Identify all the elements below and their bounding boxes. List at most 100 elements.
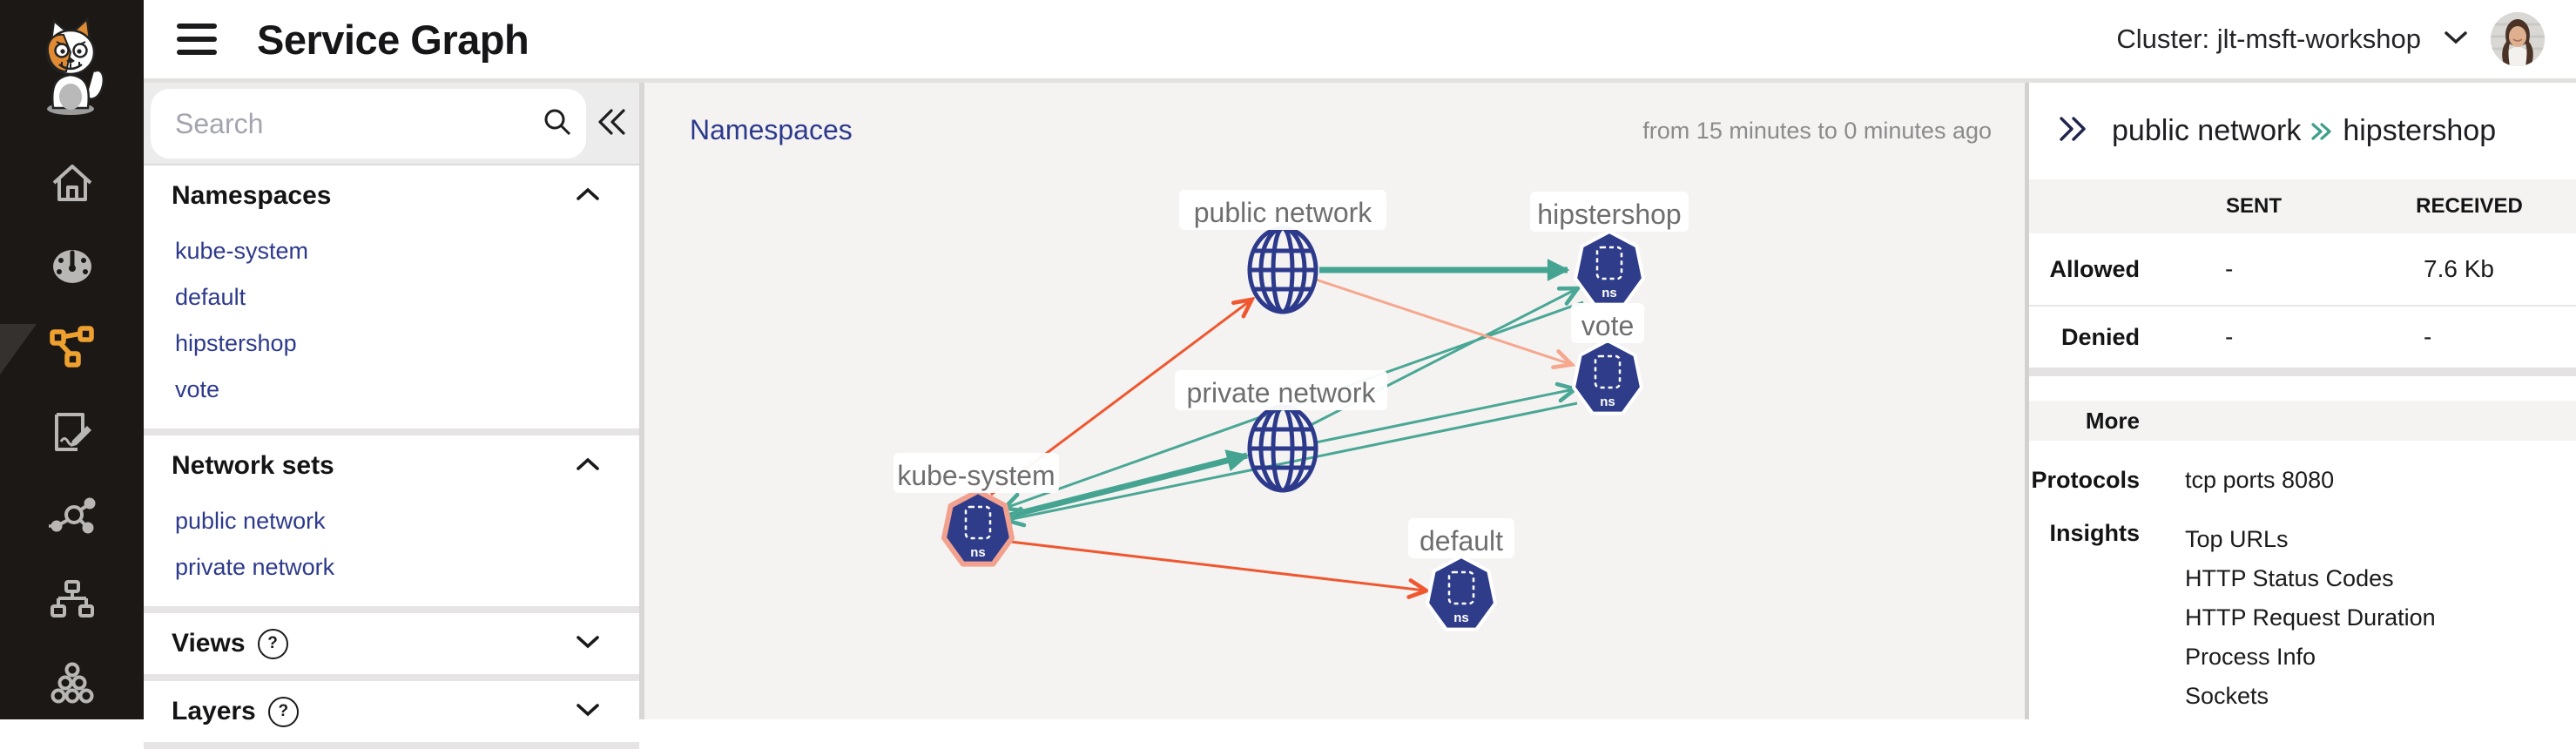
network-visualization-icon[interactable] [0, 492, 144, 541]
node-default[interactable]: ns [1426, 555, 1497, 631]
namespace-link[interactable]: vote [175, 376, 220, 402]
table-row-denied: Denied - - [2029, 307, 2576, 368]
search-input[interactable] [151, 106, 543, 141]
policies-icon[interactable] [0, 408, 144, 456]
edge-kube-system-to-default[interactable] [1009, 540, 1425, 590]
section-layers: Layers ? [144, 681, 639, 749]
chevron-up-icon[interactable] [575, 456, 601, 476]
search-icon[interactable] [543, 107, 572, 141]
detail-panel: public network hipstershop SENT RECEIVED… [2025, 83, 2576, 719]
canvas-view-label: Namespaces [690, 114, 853, 145]
section-views: Views ? [144, 613, 639, 681]
chevron-down-icon[interactable] [2444, 30, 2468, 50]
svg-text:private network: private network [1187, 377, 1377, 408]
layers-section-title: Layers [172, 697, 256, 725]
search-area [144, 83, 639, 165]
time-range-label[interactable]: from 15 minutes to 0 minutes ago [1642, 118, 1992, 144]
layers-section-header[interactable]: Layers ? [144, 681, 639, 742]
hamburger-menu-icon[interactable] [177, 24, 217, 55]
section-namespaces: Namespaces kube-system default hipstersh… [144, 165, 639, 435]
node-public-network[interactable] [1247, 226, 1318, 314]
protocols-label: Protocols [2031, 467, 2140, 493]
top-header: Service Graph Cluster: jlt-msft-workshop [144, 0, 2576, 83]
namespaces-section-header[interactable]: Namespaces [144, 165, 639, 226]
help-icon[interactable]: ? [267, 696, 299, 727]
node-label-private-network: private network [1175, 370, 1387, 410]
node-label-hipstershop: hipstershop [1530, 192, 1689, 232]
collapse-panel-icon[interactable] [594, 104, 631, 145]
namespaces-section-title: Namespaces [172, 181, 332, 210]
views-section-header[interactable]: Views ? [144, 613, 639, 674]
node-label-public-network: public network [1179, 190, 1386, 230]
denied-sent-value: - [2225, 323, 2234, 350]
svg-text:public network: public network [1194, 197, 1373, 228]
node-kube-system[interactable]: ns [941, 489, 1015, 567]
namespace-link[interactable]: hipstershop [175, 330, 297, 356]
allowed-label: Allowed [2049, 255, 2140, 282]
calico-cat-logo [26, 10, 115, 121]
column-received: RECEIVED [2416, 194, 2523, 218]
node-label-kube-system: kube-system [894, 453, 1059, 493]
insight-link[interactable]: HTTP Status Codes [2185, 565, 2394, 591]
svg-text:ns: ns [1602, 286, 1617, 300]
section-divider [2029, 368, 2576, 376]
svg-text:kube-system: kube-system [897, 460, 1055, 491]
expand-panel-icon[interactable] [2058, 115, 2089, 147]
selected-edge-title: public network hipstershop [2112, 114, 2496, 148]
filter-sidebar: Namespaces kube-system default hipstersh… [144, 83, 644, 749]
svg-text:ns: ns [970, 545, 986, 560]
svg-text:ns: ns [1453, 611, 1469, 625]
insights-label: Insights [2049, 520, 2140, 546]
protocols-row: Protocols tcp ports 8080 [2029, 441, 2576, 494]
node-hipstershop[interactable]: ns [1574, 230, 1645, 307]
network-sets-section-header[interactable]: Network sets [144, 435, 639, 496]
chevron-up-icon[interactable] [575, 186, 601, 206]
denied-received-value: - [2424, 323, 2432, 350]
cluster-resources-icon[interactable] [0, 660, 144, 709]
svg-text:vote: vote [1581, 310, 1634, 341]
chevron-down-icon[interactable] [575, 702, 601, 722]
edge-private-network-to-vote[interactable] [1315, 389, 1574, 444]
column-sent: SENT [2225, 194, 2282, 218]
chevron-down-icon[interactable] [575, 634, 601, 654]
traffic-table-header: SENT RECEIVED [2029, 179, 2576, 233]
edge-kube-system-to-private-network[interactable] [999, 449, 1250, 522]
section-network-sets: Network sets public network private netw… [144, 435, 639, 613]
service-graph-canvas[interactable]: Namespaces from 15 minutes to 0 minutes … [644, 83, 2025, 719]
edge-public-network-to-vote[interactable] [1312, 277, 1570, 364]
service-graph-icon[interactable] [0, 324, 144, 373]
svg-text:default: default [1419, 525, 1503, 557]
edge-source-label: public network [2112, 114, 2302, 147]
cluster-selector[interactable]: Cluster: jlt-msft-workshop [2116, 24, 2421, 54]
node-vote[interactable]: ns [1572, 339, 1643, 415]
allowed-sent-value: - [2225, 255, 2234, 282]
search-box[interactable] [151, 89, 586, 159]
insight-link[interactable]: Sockets [2185, 683, 2269, 709]
network-set-link[interactable]: private network [175, 554, 335, 580]
user-avatar[interactable] [2491, 12, 2545, 66]
edge-direction-icon [2310, 121, 2334, 142]
svg-text:ns: ns [1600, 395, 1615, 409]
node-label-vote: vote [1571, 303, 1644, 343]
page-title: Service Graph [257, 16, 529, 63]
node-private-network[interactable] [1247, 404, 1318, 493]
protocols-value: tcp ports 8080 [2185, 467, 2335, 493]
dashboard-icon[interactable] [0, 242, 144, 291]
more-label: More [2085, 407, 2140, 434]
namespace-link[interactable]: kube-system [175, 238, 309, 264]
namespace-link[interactable]: default [175, 284, 246, 310]
denied-label: Denied [2060, 323, 2140, 350]
table-row-allowed: Allowed - 7.6 Kb [2029, 233, 2576, 307]
home-icon[interactable] [0, 159, 144, 207]
allowed-received-value: 7.6 Kb [2424, 255, 2494, 282]
node-label-default: default [1408, 518, 1514, 558]
insight-link[interactable]: Process Info [2185, 644, 2316, 670]
insight-link[interactable]: HTTP Request Duration [2185, 604, 2436, 631]
help-icon[interactable]: ? [257, 628, 288, 659]
insight-link[interactable]: Top URLs [2185, 526, 2289, 552]
insights-row: Insights Top URLs HTTP Status Codes HTTP… [2029, 494, 2576, 716]
network-set-link[interactable]: public network [175, 508, 326, 534]
more-section-header[interactable]: More [2029, 401, 2576, 441]
hierarchy-icon[interactable] [0, 576, 144, 624]
edge-target-label: hipstershop [2343, 114, 2497, 147]
